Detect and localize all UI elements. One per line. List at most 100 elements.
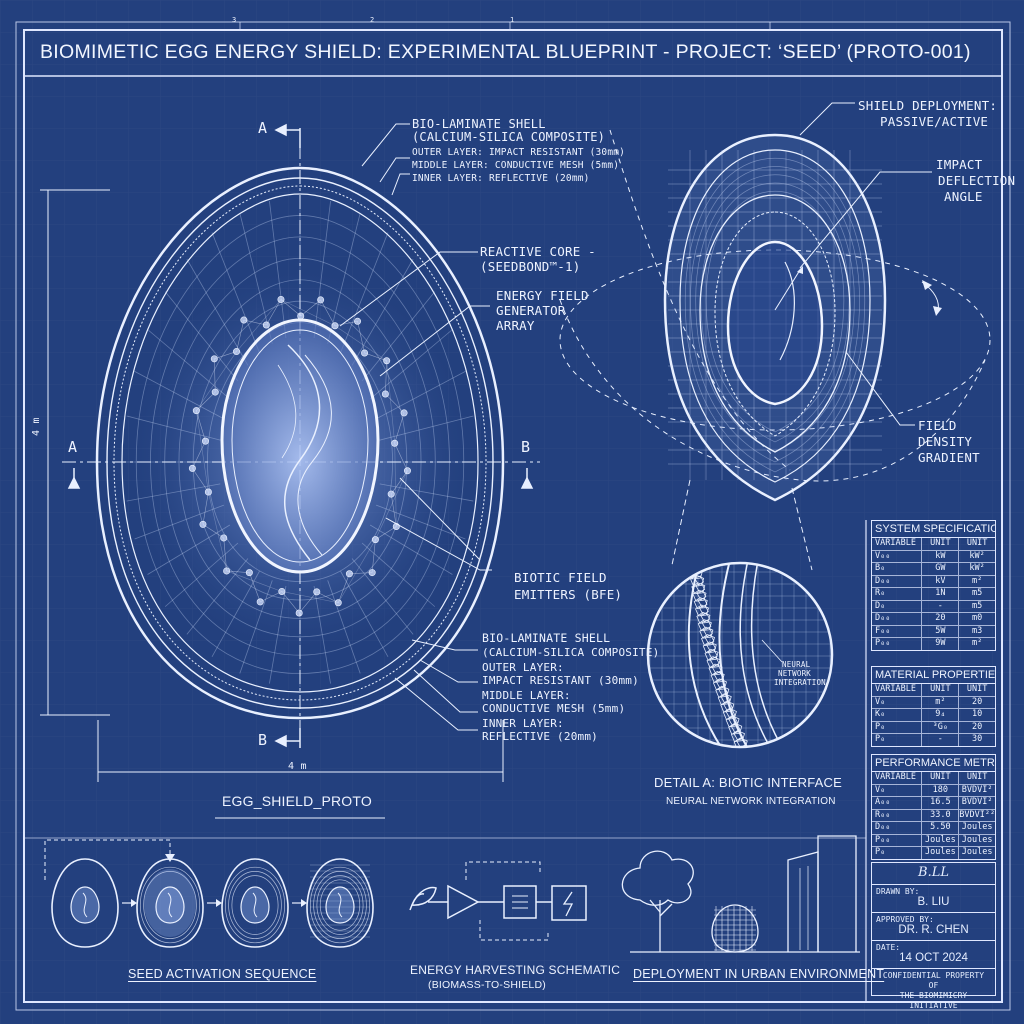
inner-layer-bottom-1: INNER LAYER:: [482, 717, 564, 730]
approved-by-value: DR. R. CHEN: [898, 924, 969, 936]
approved-by-label: APPROVED BY:: [876, 915, 934, 924]
table-cell: R₀: [872, 588, 923, 600]
system-specifications-table: SYSTEM SPECIFICATIONSVARIABLEUNITUNITV₀₀…: [871, 520, 996, 651]
deployment-caption: DEPLOYMENT IN URBAN ENVIRONMENT: [633, 967, 885, 981]
border-tick-label: 3: [232, 16, 237, 24]
shell-callout-sub: (CALCIUM-SILICA COMPOSITE): [412, 130, 606, 144]
inner-border: [23, 29, 1003, 1003]
table-cell: V₀: [872, 696, 923, 708]
array-callout-line3: ARRAY: [496, 318, 535, 333]
table-cell: B₀: [872, 563, 923, 575]
table-cell: D₀₀: [872, 613, 923, 625]
detail-subtitle: NEURAL NETWORK INTEGRATION: [666, 796, 836, 807]
deployment-callout-line1: SHIELD DEPLOYMENT:: [858, 98, 998, 113]
shell-callout-bottom-title: BIO-LAMINATE SHELL: [482, 631, 611, 645]
inner-layer-bottom-2: REFLECTIVE (20mm): [482, 730, 598, 743]
table-cell: Joules: [922, 847, 960, 859]
middle-layer-callout: MIDDLE LAYER: CONDUCTIVE MESH (5mm): [412, 160, 620, 171]
density-callout-line3: GRADIENT: [918, 450, 980, 465]
tree-icon: [621, 850, 694, 952]
width-dimension: 4 m: [288, 761, 307, 772]
outer-layer-bottom-2: IMPACT RESISTANT (30mm): [482, 674, 639, 687]
inner-layer-callout: INNER LAYER: REFLECTIVE (20mm): [412, 173, 590, 184]
detail-title: DETAIL A: BIOTIC INTERFACE: [654, 775, 842, 790]
table-cell: 10: [971, 709, 983, 719]
section-a-left: A: [68, 438, 78, 456]
emitters-callout-line2: EMITTERS (BFE): [514, 587, 623, 602]
density-callout-line2: DENSITY: [918, 434, 973, 449]
table-header-cell: UNIT: [966, 538, 988, 548]
right-leader-lines: [671, 102, 932, 571]
table-cell: D₀₀: [872, 822, 923, 834]
section-markers: [67, 123, 534, 748]
table-cell: 20: [922, 613, 960, 625]
table-cell: m5: [971, 600, 983, 611]
table-cell: BVDVI²: [961, 797, 993, 807]
table-cell: 20: [971, 696, 983, 707]
impact-callout-line2: DEFLECTION: [938, 173, 1016, 188]
table-cell: P₀: [872, 734, 923, 746]
table-cell: m²: [971, 638, 983, 648]
table-cell: 180: [922, 784, 960, 796]
table-title: PERFORMANCE METRICS: [872, 755, 995, 772]
table-cell: P₀: [872, 721, 923, 733]
leaf-icon: [409, 886, 437, 911]
table-cell: BVDVI²²: [959, 809, 995, 820]
shell-callout-bottom-sub: (CALCIUM-SILICA COMPOSITE): [482, 646, 660, 659]
schematic-caption-line1: ENERGY HARVESTING SCHEMATIC: [410, 963, 621, 977]
table-cell: kW²: [969, 563, 985, 573]
height-dimension: 4 m: [31, 417, 42, 436]
building-icon: [787, 835, 857, 952]
impact-callout-line1: IMPACT: [936, 157, 983, 172]
page-title: BIOMIMETIC EGG ENERGY SHIELD: EXPERIMENT…: [40, 41, 971, 63]
table-cell: D₀₀: [872, 575, 923, 587]
table-cell: kV: [922, 575, 960, 587]
table-cell: Joules: [961, 834, 993, 845]
table-title: SYSTEM SPECIFICATIONS: [872, 521, 995, 538]
table-header-cell: VARIABLE: [872, 538, 923, 550]
leader-lines: [339, 123, 492, 731]
title-block: B.LL DRAWN BY: B. LIU APPROVED BY: DR. R…: [871, 862, 996, 1010]
table-cell: 33.0: [922, 809, 960, 821]
table-cell: kW²: [969, 550, 985, 561]
dimension-lines: [40, 189, 504, 819]
outer-border: [15, 21, 1011, 1011]
core-callout-line1: REACTIVE CORE -: [480, 244, 596, 259]
table-cell: GW: [922, 563, 960, 575]
outer-layer-callout: OUTER LAYER: IMPACT RESISTANT (30mm): [412, 147, 626, 158]
table-cell: 9W: [922, 638, 960, 650]
section-b-bottom: B: [258, 731, 268, 749]
date-value: 14 OCT 2024: [899, 952, 968, 964]
border-tick-label: 2: [370, 16, 375, 24]
impact-callout-line3: ANGLE: [944, 189, 983, 204]
drawn-by-label: DRAWN BY:: [876, 887, 920, 896]
table-cell: kW: [922, 550, 960, 562]
table-header-cell: UNIT: [922, 772, 960, 784]
table-title: MATERIAL PROPERTIES: [872, 667, 995, 684]
table-cell: m0: [971, 613, 983, 623]
table-cell: P₀: [872, 847, 923, 859]
table-cell: 30: [971, 734, 983, 744]
table-cell: 5W: [922, 625, 960, 637]
drawn-by-value: B. LIU: [917, 896, 950, 908]
table-cell: ³G₀: [922, 721, 960, 733]
table-cell: Joules: [961, 847, 993, 857]
detail-inner-line1: NEURAL: [782, 660, 811, 669]
table-cell: K₀: [872, 709, 923, 721]
table-cell: m²: [971, 575, 983, 586]
main-egg-shield: [62, 145, 540, 740]
